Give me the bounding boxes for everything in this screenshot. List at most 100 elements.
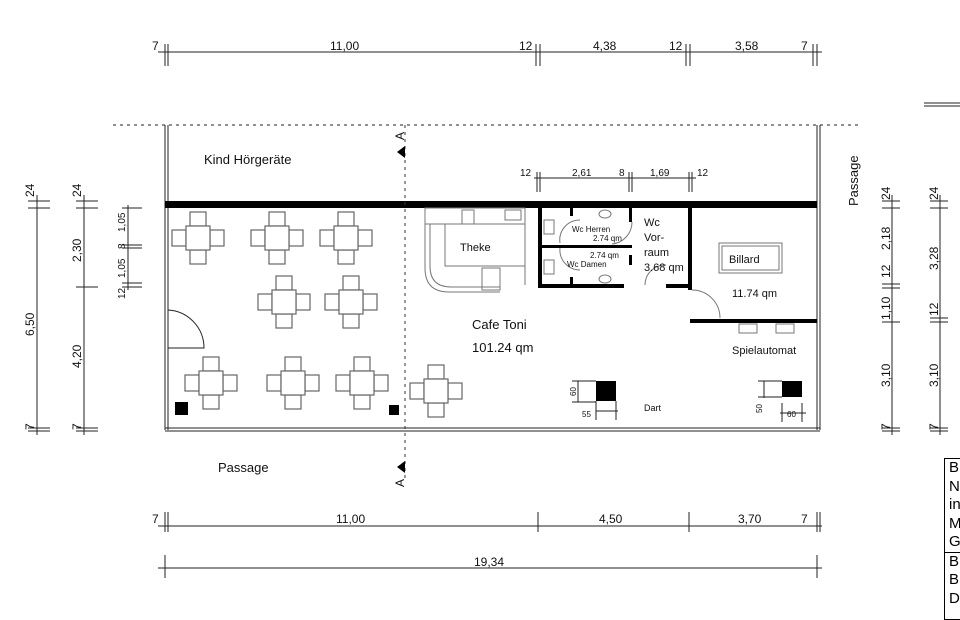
room-label-theke: Theke (460, 242, 491, 254)
dim-label: 7 (152, 39, 159, 53)
room-label-cafe: Cafe Toni (472, 317, 527, 332)
dim-label: 11,00 (336, 512, 365, 526)
room-label-wc-damen: Wc Damen (567, 260, 607, 269)
dim-label: 7 (801, 39, 808, 53)
dim-label: 1,69 (650, 168, 670, 179)
room-label-wc-vorraum: raum (644, 247, 669, 259)
section-mark: A (393, 479, 407, 487)
dim-label: 60 (787, 410, 796, 419)
dim-label: 60 (569, 387, 578, 396)
dim-total-label: 19,34 (474, 555, 504, 569)
dim-label: 1,05 (117, 212, 128, 232)
column (175, 402, 188, 415)
title-block-line: D (949, 589, 960, 607)
dim-label: 3,10 (879, 363, 893, 387)
dart-dimensions (572, 380, 806, 422)
dim-label: 7 (152, 512, 159, 526)
dim-label: 7 (70, 423, 84, 430)
table-with-chairs (171, 211, 225, 265)
dim-label: 4,50 (599, 512, 623, 526)
table-with-chairs (324, 275, 378, 329)
dim-label: 55 (582, 410, 591, 419)
title-block-line: B (949, 459, 960, 476)
table-with-chairs (319, 211, 373, 265)
wc-walls (538, 208, 817, 323)
table-with-chairs (257, 275, 311, 329)
section-arrow-icon (397, 146, 405, 158)
top-dimension-chain: 7 11,00 12 4,38 12 3,58 7 (152, 39, 822, 66)
room-label-wc-vorraum: Wc (644, 217, 660, 229)
dim-label: 12 (697, 168, 709, 179)
bottom-dimension-chain (158, 512, 822, 578)
dim-label: 1,05 (117, 258, 128, 278)
title-block: B N in M G B B D (944, 458, 960, 620)
slot-machines (738, 323, 795, 334)
dim-label: 7 (927, 423, 941, 430)
room-label-wc-vorraum: Vor- (644, 232, 665, 244)
dim-label: 3,58 (735, 39, 759, 53)
room-label-passage-right: Passage (846, 155, 861, 206)
top-wall (165, 201, 817, 208)
room-label-billard: Billard (729, 254, 760, 266)
billard-wall (690, 319, 817, 323)
dim-label: 12 (879, 264, 893, 278)
table-with-chairs (250, 211, 304, 265)
dim-label: 7 (23, 423, 37, 430)
room-label-wc-herren: Wc Herren (572, 225, 610, 234)
title-block-line: G (949, 533, 960, 550)
dim-label: 12 (117, 287, 128, 299)
dim-label: 12 (669, 39, 683, 53)
dim-label: 3,10 (927, 363, 941, 387)
dim-label: 8 (619, 168, 625, 179)
title-block-line: in (949, 496, 960, 513)
dim-label: 7 (879, 423, 893, 430)
room-label-kind-hoergeraete: Kind Hörgeräte (204, 152, 291, 167)
dim-label: 3,28 (927, 246, 941, 270)
table-with-chairs (266, 356, 320, 410)
dim-label: 1,10 (879, 296, 893, 320)
dim-label: 12 (519, 39, 533, 53)
dart-board-left (596, 381, 616, 401)
dim-label: 24 (70, 183, 84, 197)
room-area-wc-herren: 2.74 qm (593, 234, 622, 243)
dim-label: 6,50 (23, 312, 37, 336)
dim-label: 2,18 (879, 226, 893, 250)
table-group (171, 211, 463, 418)
billard-table (718, 242, 783, 274)
dim-label: 24 (23, 183, 37, 197)
room-label-passage: Passage (218, 460, 269, 475)
table-with-chairs (184, 356, 238, 410)
dim-label: 11,00 (330, 39, 359, 53)
wc-dimension-chain: 12 2,61 8 1,69 12 (520, 168, 709, 192)
dim-label: 2,61 (572, 168, 592, 179)
room-label-spielautomat: Spielautomat (732, 345, 796, 357)
right-dimension-chains (882, 195, 948, 435)
column (389, 405, 399, 415)
dim-label: 8 (117, 243, 128, 249)
dim-label: 3,70 (738, 512, 762, 526)
dim-label: 12 (520, 168, 532, 179)
title-block-line: M (949, 514, 960, 532)
section-arrow-icon (397, 461, 405, 473)
dim-label: 50 (755, 404, 764, 413)
room-area-cafe: 101.24 qm (472, 340, 533, 355)
theke-counter (424, 207, 526, 293)
left-dimension-chains (28, 195, 142, 435)
room-area-billard: 11.74 qm (732, 288, 777, 300)
title-block-line: B (949, 571, 960, 588)
dim-label: 4,38 (593, 39, 617, 53)
table-with-chairs (335, 356, 389, 410)
dim-label: 2,30 (70, 238, 84, 262)
section-mark: A (393, 132, 407, 140)
table-with-chairs (409, 364, 463, 418)
room-label-dart: Dart (644, 403, 662, 413)
room-area-wc-vorraum: 3.68 qm (644, 262, 684, 274)
dim-label: 24 (879, 186, 893, 200)
entrance-door (167, 309, 205, 349)
dim-label: 7 (801, 512, 808, 526)
title-block-line: B (945, 551, 960, 572)
wc-fixtures (543, 209, 721, 319)
dim-label: 4,20 (70, 344, 84, 368)
dart-board-right (782, 381, 802, 397)
